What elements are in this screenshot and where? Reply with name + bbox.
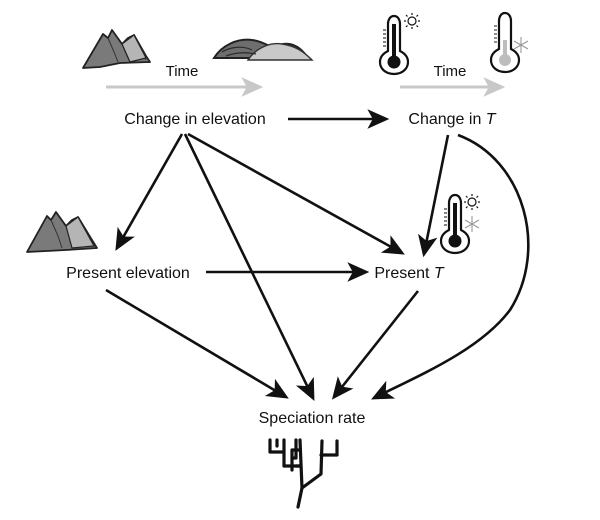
sun-icon [404,13,420,29]
snowflake-icon [464,216,480,232]
node-change-in-elevation: Change in elevation [124,111,265,128]
edge-present-elevation-to-speciation-rate [105,288,289,399]
time-label-elevation: Time [166,63,199,80]
time-label-temperature: Time [434,63,467,80]
edge-change-t-to-present-t [417,134,450,258]
sun-icon [464,194,480,210]
node-change-in-t-prefix: Change in [408,111,485,128]
edge-change-elevation-to-present-elevation [115,133,184,251]
node-change-in-t: Change in T [408,111,496,128]
node-present-elevation: Present elevation [66,265,190,282]
edge-change-elevation-to-present-t [187,132,405,255]
phylogeny-tree-icon [268,438,339,509]
eroded-hills-icon [212,38,314,61]
snowflake-icon [513,37,529,53]
node-present-t-prefix: Present [374,265,434,282]
cold-thermometer-icon [489,11,529,74]
edge-change-t-to-speciation-rate [371,133,530,400]
node-present-t-var: T [434,265,445,282]
node-present-t: Present T [374,265,445,282]
tall-mountains-icon [82,29,151,69]
node-speciation-rate: Speciation rate [259,410,366,427]
hot-thermometer-icon [378,13,420,76]
edge-change-elevation-to-speciation-rate [183,133,315,401]
edge-present-t-to-speciation-rate [331,290,420,400]
present-thermometer-icon [439,193,480,255]
present-mountains-icon [26,211,98,253]
node-change-in-t-var: T [486,111,497,128]
